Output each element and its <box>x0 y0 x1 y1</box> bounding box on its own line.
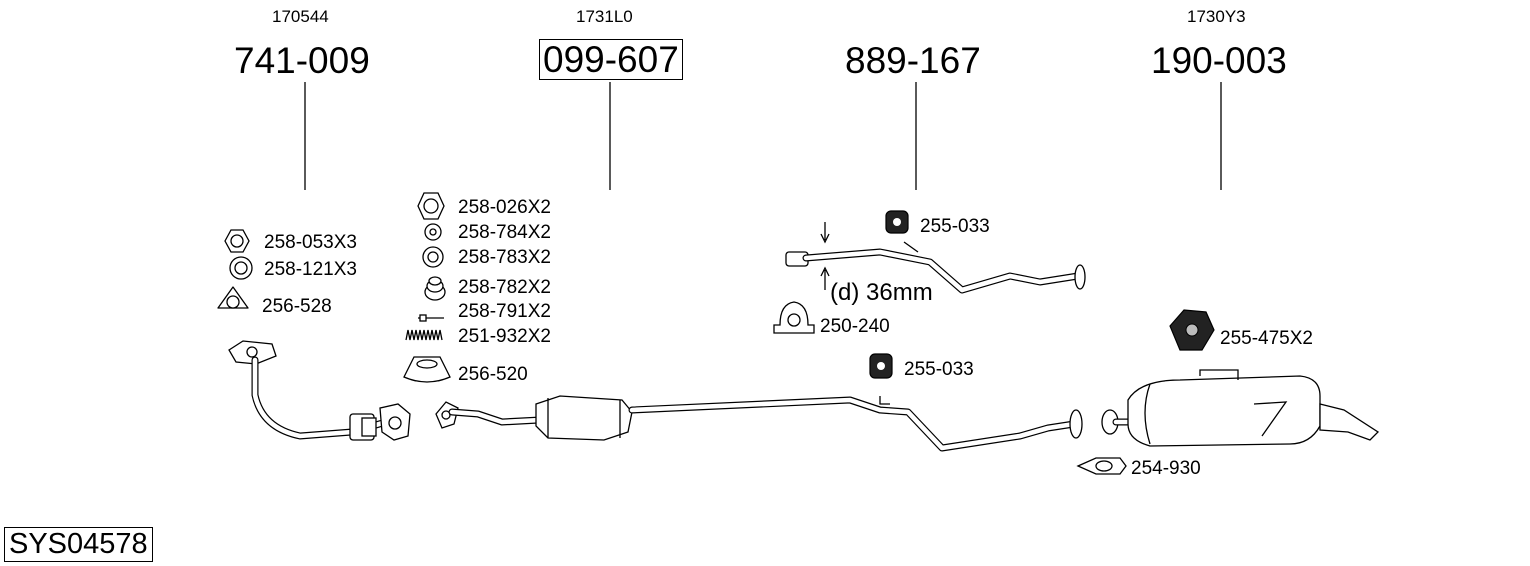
label-254-930[interactable]: 254-930 <box>1131 458 1201 479</box>
label-255-475x2[interactable]: 255-475X2 <box>1220 328 1313 349</box>
front-pipe-drawing <box>228 340 411 441</box>
rubber-hanger-icon <box>885 210 909 234</box>
label-258-121x3[interactable]: 258-121X3 <box>264 259 357 280</box>
washer-icon <box>229 256 253 280</box>
clamp-ring-icon <box>1076 457 1127 475</box>
conical-spring-icon <box>424 276 446 301</box>
label-255-033[interactable]: 255-033 <box>920 216 990 237</box>
label-258-026x2[interactable]: 258-026X2 <box>458 197 551 218</box>
sealing-ring-icon <box>403 356 451 383</box>
bolt-icon <box>418 314 444 322</box>
large-hex-nut-icon <box>417 192 445 220</box>
part-number-099-607[interactable]: 099-607 <box>539 39 683 80</box>
label-251-932x2[interactable]: 251-932X2 <box>458 326 551 347</box>
label-256-520[interactable]: 256-520 <box>458 364 528 385</box>
part-code-170544: 170544 <box>272 7 329 26</box>
thin-washer-icon <box>424 223 442 241</box>
label-258-053x3[interactable]: 258-053X3 <box>264 232 357 253</box>
part-number-741-009[interactable]: 741-009 <box>234 40 370 81</box>
flange-gasket-icon <box>217 286 249 309</box>
spring-washer-icon <box>422 246 444 268</box>
system-id: SYS04578 <box>4 527 153 562</box>
label-250-240[interactable]: 250-240 <box>820 316 890 337</box>
spring-icon <box>405 329 443 341</box>
label-255-033-second[interactable]: 255-033 <box>904 359 974 380</box>
rear-silencer-drawing <box>1101 369 1380 447</box>
part-code-1731L0: 1731L0 <box>576 7 633 26</box>
rubber-hanger-icon-2 <box>869 353 893 379</box>
part-code-1730Y3: 1730Y3 <box>1187 7 1246 26</box>
label-258-791x2[interactable]: 258-791X2 <box>458 301 551 322</box>
damper-mount-icon <box>1169 309 1215 351</box>
label-258-784x2[interactable]: 258-784X2 <box>458 222 551 243</box>
label-258-782x2[interactable]: 258-782X2 <box>458 277 551 298</box>
pipe-clamp-icon <box>773 301 815 334</box>
part-number-190-003[interactable]: 190-003 <box>1151 40 1287 81</box>
label-258-783x2[interactable]: 258-783X2 <box>458 247 551 268</box>
label-256-528[interactable]: 256-528 <box>262 296 332 317</box>
catalytic-converter-drawing <box>435 395 1083 452</box>
part-number-889-167[interactable]: 889-167 <box>845 40 981 81</box>
hex-nut-icon <box>224 229 250 253</box>
intermediate-pipe-drawing <box>785 222 1086 294</box>
diameter-note: (d) 36mm <box>830 279 933 306</box>
